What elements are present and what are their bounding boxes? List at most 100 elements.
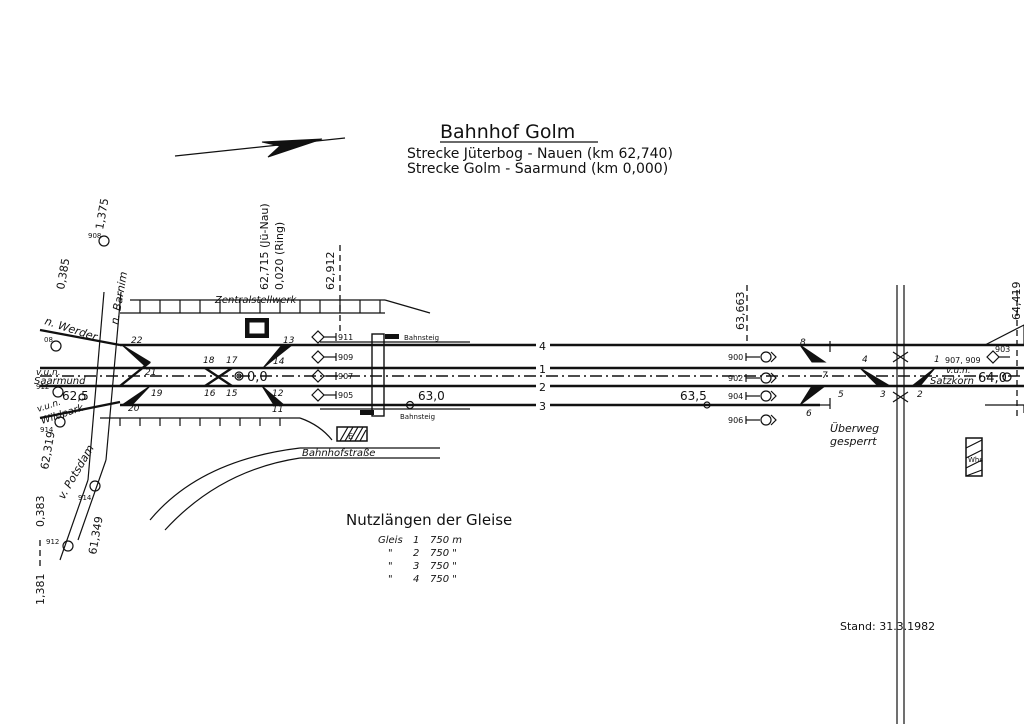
signal-08-icon: [50, 340, 62, 352]
switch-14: 14: [273, 357, 285, 367]
switch-2: 2: [917, 390, 923, 400]
e-building-icon: [336, 426, 368, 442]
signal-908-icon: [98, 235, 110, 247]
signal-914-label: 914: [40, 426, 54, 434]
signal-902: [745, 372, 777, 384]
signal-908-label: 908: [88, 232, 101, 240]
place-satzkorn-a: v.u.n.: [946, 366, 971, 376]
usable-lengths-heading: Nutzlängen der Gleise: [346, 511, 512, 529]
zentralstellwerk-label: Zentralstellwerk: [214, 295, 298, 306]
signals-right: [745, 351, 777, 426]
switch-18: 18: [203, 356, 215, 366]
place-saarmund-a: v.u.n.: [36, 368, 61, 378]
km-61-349: 61,349: [86, 515, 105, 555]
signals-left: [311, 330, 337, 402]
position-62-5-icon: [78, 393, 86, 401]
position-63-5-icon: [703, 401, 711, 409]
position-0-0: 0,0: [247, 370, 268, 385]
signal-903: [986, 350, 1010, 364]
switches-right: [799, 341, 936, 409]
signal-904-label: 904: [728, 392, 743, 401]
switch-15: 15: [226, 389, 238, 399]
signal-902-label: 902: [728, 374, 743, 383]
usable-row-1-prefix: Gleis: [378, 535, 403, 546]
signal-912b-icon: [62, 540, 74, 552]
subtitle-line-1: Strecke Jüterbog - Nauen (km 62,740): [407, 146, 673, 162]
place-saarmund-b: Saarmund: [34, 376, 86, 387]
km-62-319: 62,319: [38, 430, 57, 470]
switch-11: 11: [272, 405, 283, 415]
switch-4: 4: [862, 355, 868, 365]
platform-label-top: Bahnsteig: [404, 334, 439, 342]
switches-left: [119, 344, 294, 406]
right-platform-bottom: [985, 404, 1024, 413]
position-62-5: 62,5: [62, 389, 89, 403]
signal-914b-label: 914: [78, 494, 92, 502]
platform-edge-bottom: [100, 417, 333, 441]
signal-907: [311, 369, 337, 383]
wildpark-line: [39, 400, 121, 420]
km-0-020: 0,020 (Ring): [273, 222, 286, 290]
road-label: Bahnhofstraße: [302, 448, 375, 459]
signal-912-label: 912: [36, 383, 49, 391]
subtitle-line-2: Strecke Golm - Saarmund (km 0,000): [407, 161, 668, 177]
km-0-385: 0,385: [54, 257, 72, 290]
position-63-0: 63,0: [418, 389, 445, 403]
usable-row-1-track: 1: [413, 535, 419, 546]
crossing-label-2: gesperrt: [830, 435, 877, 448]
position-63-5: 63,5: [680, 389, 707, 403]
usable-row-2-value: 750 ": [430, 548, 457, 559]
main-tracks: [40, 343, 1024, 407]
switch-17: 17: [226, 356, 238, 366]
usable-row-2-track: 2: [413, 548, 419, 559]
switch-20: 20: [128, 404, 140, 414]
place-satzkorn-b: Satzkorn: [930, 376, 974, 387]
track-label-2: 2: [539, 381, 546, 394]
switch-21: 21: [145, 368, 156, 378]
switch-5: 5: [838, 390, 844, 400]
position-0-0-icon: [234, 371, 244, 381]
whs-label: Whs: [968, 456, 983, 464]
signal-911-label: 911: [338, 333, 353, 342]
track-label-1: 1: [539, 363, 546, 376]
position-63-0-icon: [405, 400, 415, 410]
direction-arrow-icon: [174, 137, 346, 158]
switch-12: 12: [272, 389, 284, 399]
signal-906: [745, 414, 777, 426]
signal-907-label: 907: [338, 372, 353, 381]
usable-row-2-prefix: ": [388, 548, 393, 559]
signal-904: [745, 390, 777, 402]
switch-7: 7: [822, 371, 828, 381]
usable-row-1-value: 750 m: [430, 535, 462, 546]
place-barnim: n. Barnim: [108, 271, 130, 326]
signal-900: [745, 351, 777, 363]
signal-912b-label: 912: [46, 538, 59, 546]
signal-905: [311, 388, 337, 402]
platform-label-bottom: Bahnsteig: [400, 413, 435, 421]
bridge-line-west: [87, 291, 105, 481]
e-building-label: E: [348, 432, 353, 441]
track-label-4: 4: [539, 340, 546, 353]
footbridge-icon: [371, 333, 385, 417]
switch-13: 13: [283, 336, 295, 346]
position-64-0: 64,0: [978, 371, 1007, 386]
signal-08-label: 08: [44, 336, 53, 344]
usable-row-4-value: 750 ": [430, 574, 457, 585]
signal-914b-icon: [89, 480, 101, 492]
usable-row-3-prefix: ": [388, 561, 393, 572]
signal-906-label: 906: [728, 416, 743, 425]
switch-22: 22: [131, 336, 143, 346]
stand-date: Stand: 31.3.1982: [840, 620, 935, 633]
signal-909-label: 909: [338, 353, 353, 362]
signal-900-label: 900: [728, 353, 743, 362]
switch-3: 3: [880, 390, 886, 400]
right-platform-top: [984, 324, 1024, 346]
level-crossing: [892, 285, 909, 724]
place-potsdam: v. Potsdam: [55, 443, 96, 502]
track-label-3: 3: [539, 400, 546, 413]
usable-row-3-track: 3: [413, 561, 419, 572]
position-64-0-icon: [1002, 372, 1012, 382]
switch-16: 16: [204, 389, 216, 399]
switch-19: 19: [151, 389, 163, 399]
